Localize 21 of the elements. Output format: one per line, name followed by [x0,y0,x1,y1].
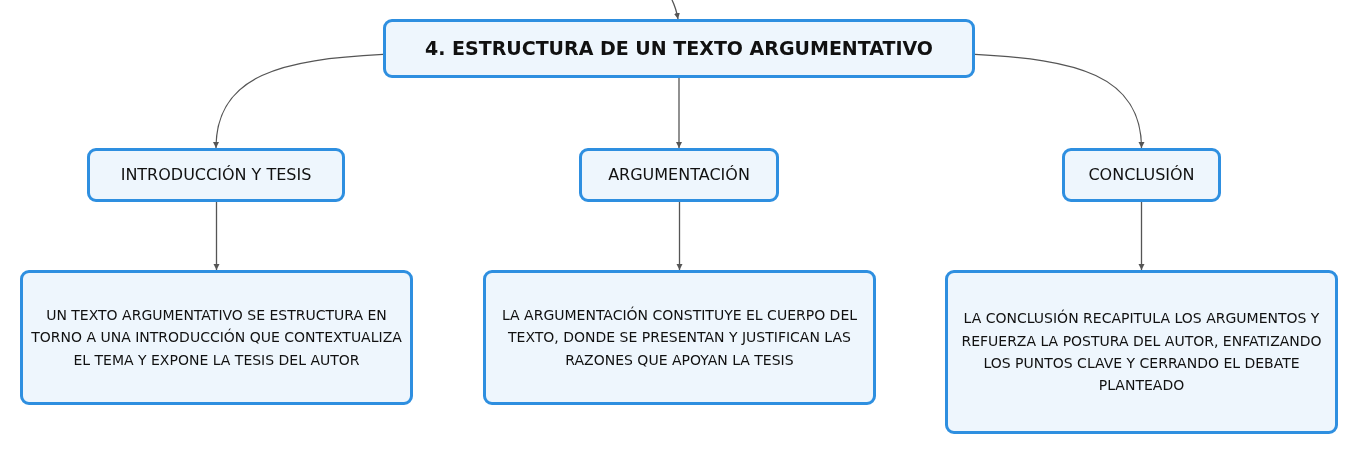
description-text: LA CONCLUSIÓN RECAPITULA LOS ARGUMENTOS Y REFUERZA LA POSTURA DEL AUTOR, ENFATIZANDO LOS PUNTOS CLAVE Y CERRANDO EL DEBATE PLANTEADO [960,308,1323,396]
description-text: LA ARGUMENTACIÓN CONSTITUYE EL CUERPO DEL TEXTO, DONDE SE PRESENTAN Y JUSTIFICAN LAS RAZONES QUE APOYAN LA TESIS [500,305,859,370]
subtopic-box [87,148,345,202]
arrow [974,53,1144,149]
arrow [213,201,220,271]
arrow [676,77,682,149]
description-box [483,270,876,405]
arrow [213,53,384,149]
subtopic-box [1062,148,1221,202]
description-box [20,270,413,405]
subtopic-label: CONCLUSIÓN [1088,165,1195,185]
topic-title: 4. ESTRUCTURA DE UN TEXTO ARGUMENTATIVO [424,37,934,60]
arrow [676,201,683,271]
topic-box [383,19,975,78]
description-text: UN TEXTO ARGUMENTATIVO SE ESTRUCTURA EN TORNO A UNA INTRODUCCIÓN QUE CONTEXTUALIZA EL TEMA Y EXPONE LA TESIS DEL AUTOR [30,305,403,370]
subtopic-box [579,148,779,202]
arrow [1138,201,1145,271]
subtopic-label: ARGUMENTACIÓN [608,165,750,185]
description-box [945,270,1338,434]
arrow [671,0,680,20]
subtopic-label: INTRODUCCIÓN Y TESIS [120,165,312,185]
